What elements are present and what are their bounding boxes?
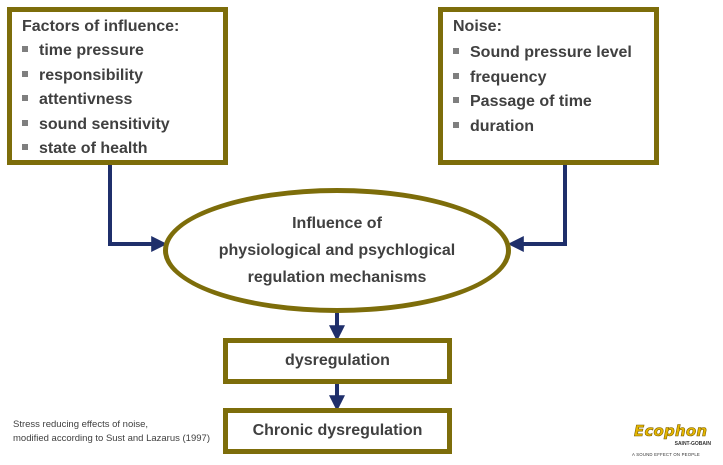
influence-text: Influence of physiological and psychlogi… bbox=[219, 210, 456, 291]
bullet-square-icon bbox=[22, 46, 28, 52]
bullet-square-icon bbox=[453, 121, 459, 128]
factors-box: Factors of influence: time pressure resp… bbox=[7, 7, 228, 165]
influence-ellipse: Influence of physiological and psychlogi… bbox=[163, 188, 511, 313]
list-item: duration bbox=[453, 115, 654, 140]
bullet-square-icon bbox=[22, 144, 28, 151]
bullet-square-icon bbox=[22, 70, 28, 77]
factors-title: Factors of influence: bbox=[22, 18, 180, 35]
influence-line-2: physiological and psychlogical bbox=[218, 242, 456, 259]
list-item: sound sensitivity bbox=[22, 113, 223, 138]
list-item: frequency bbox=[453, 66, 654, 91]
caption-line-1: Stress reducing effects of noise, bbox=[13, 419, 149, 430]
source-caption: Stress reducing effects of noise, modifi… bbox=[13, 418, 210, 446]
logo-name: Ecophon bbox=[634, 422, 708, 441]
bullet-square-icon bbox=[453, 48, 459, 54]
logo-sub: SAINT-GOBAIN bbox=[674, 441, 711, 447]
dysregulation-box: dysregulation bbox=[223, 338, 452, 384]
list-item: attentivness bbox=[22, 88, 223, 113]
bullet-square-icon bbox=[453, 72, 459, 79]
bullet-square-icon bbox=[22, 119, 28, 126]
influence-line-1: Influence of bbox=[292, 215, 382, 232]
dysregulation-label: dysregulation bbox=[285, 352, 390, 369]
logo-tagline: A SOUND EFFECT ON PEOPLE bbox=[632, 452, 700, 457]
chronic-dysregulation-box: Chronic dysregulation bbox=[223, 408, 452, 454]
noise-box: Noise: Sound pressure level frequency Pa… bbox=[438, 7, 659, 165]
chronic-dysregulation-label: Chronic dysregulation bbox=[252, 422, 423, 439]
arrow-factors-to-influence bbox=[108, 165, 168, 252]
influence-line-3: regulation mechanisms bbox=[247, 269, 427, 286]
bullet-square-icon bbox=[453, 97, 459, 104]
noise-title: Noise: bbox=[453, 18, 502, 35]
arrow-noise-to-influence bbox=[507, 165, 567, 252]
factors-list: time pressure responsibility attentivnes… bbox=[22, 39, 223, 162]
list-item: Sound pressure level bbox=[453, 41, 654, 66]
list-item: time pressure bbox=[22, 39, 223, 64]
list-item: responsibility bbox=[22, 64, 223, 89]
list-item: Passage of time bbox=[453, 90, 654, 115]
caption-line-2: modified according to Sust and Lazarus (… bbox=[13, 433, 210, 444]
list-item: state of health bbox=[22, 137, 223, 162]
noise-list: Sound pressure level frequency Passage o… bbox=[453, 41, 654, 139]
ecophon-logo: Ecophon SAINT-GOBAIN A SOUND EFFECT ON P… bbox=[632, 422, 714, 462]
bullet-square-icon bbox=[22, 95, 28, 102]
